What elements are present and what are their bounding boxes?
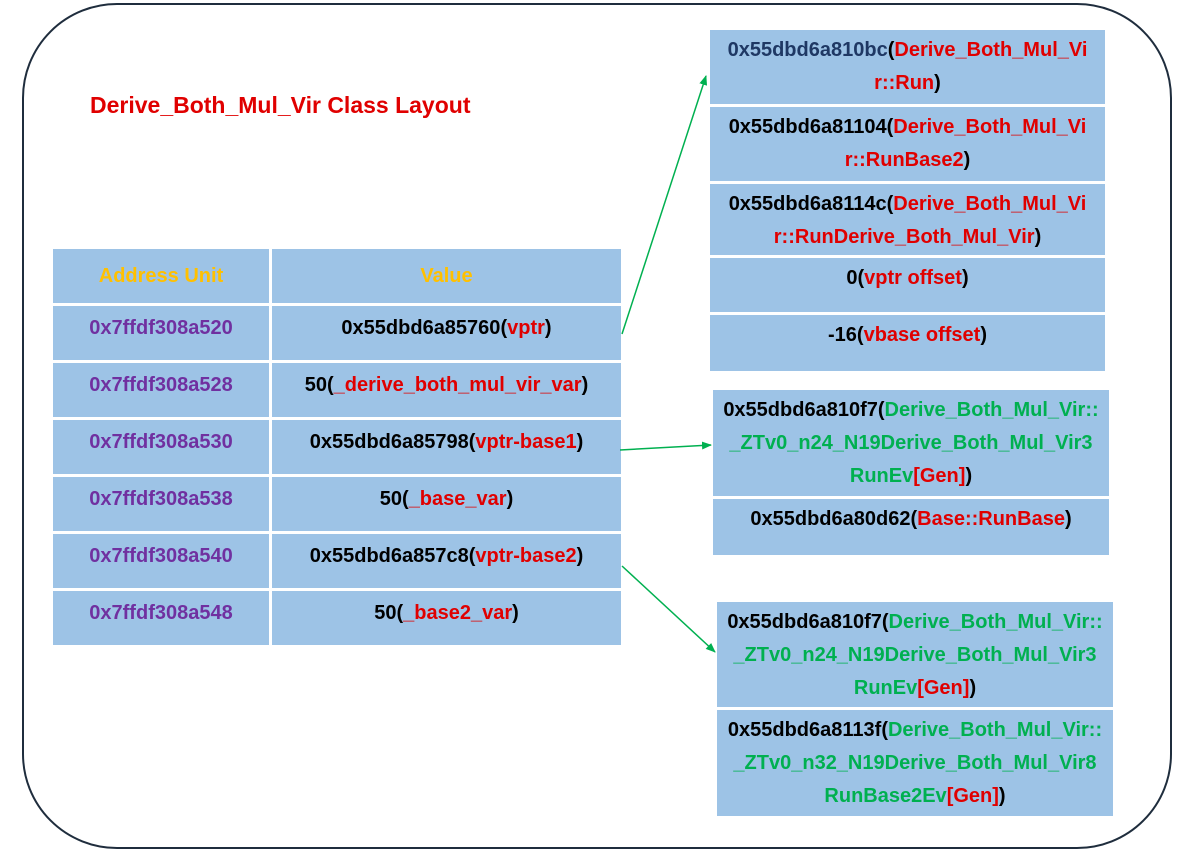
header-address-unit: Address Unit: [53, 249, 269, 303]
row-5-address: 0x7ffdf308a548: [53, 591, 269, 645]
header-value: Value: [272, 249, 621, 303]
row-4-value: 0x55dbd6a857c8(vptr-base2): [272, 534, 621, 588]
row-4-address: 0x7ffdf308a540: [53, 534, 269, 588]
arrow-vptr-base1-to-vtable: [619, 441, 712, 451]
vtable-base1-entry-0: 0x55dbd6a810f7(Derive_Both_Mul_Vir::_ZTv…: [713, 390, 1109, 496]
diagram-title: Derive_Both_Mul_Vir Class Layout: [90, 92, 471, 118]
row-3-address: 0x7ffdf308a538: [53, 477, 269, 531]
vtable-base2-entry-0: 0x55dbd6a810f7(Derive_Both_Mul_Vir::_ZTv…: [717, 602, 1113, 707]
vtable-main-vptr-offset: 0(vptr offset): [710, 258, 1105, 312]
row-1-address: 0x7ffdf308a528: [53, 363, 269, 417]
arrow-vptr-to-vtable: [621, 75, 708, 335]
vtable-main-entry-1: 0x55dbd6a81104(Derive_Both_Mul_Vir::RunB…: [710, 107, 1105, 181]
row-2-address: 0x7ffdf308a530: [53, 420, 269, 474]
vtable-main-entry-0: 0x55dbd6a810bc(Derive_Both_Mul_Vir::Run): [710, 30, 1105, 104]
row-5-value: 50(_base2_var): [272, 591, 621, 645]
arrow-vptr-base2-to-vtable: [621, 565, 716, 653]
rounded-frame: [22, 3, 1172, 849]
row-0-address: 0x7ffdf308a520: [53, 306, 269, 360]
vtable-main-entry-2: 0x55dbd6a8114c(Derive_Both_Mul_Vir::RunD…: [710, 184, 1105, 255]
vtable-base1-entry-1: 0x55dbd6a80d62(Base::RunBase): [713, 499, 1109, 555]
vtable-base2-entry-1: 0x55dbd6a8113f(Derive_Both_Mul_Vir::_ZTv…: [717, 710, 1113, 816]
row-3-value: 50(_base_var): [272, 477, 621, 531]
row-1-value: 50(_derive_both_mul_vir_var): [272, 363, 621, 417]
row-2-value: 0x55dbd6a85798(vptr-base1): [272, 420, 621, 474]
row-0-value: 0x55dbd6a85760(vptr): [272, 306, 621, 360]
vtable-main-vbase-offset: -16(vbase offset): [710, 315, 1105, 371]
